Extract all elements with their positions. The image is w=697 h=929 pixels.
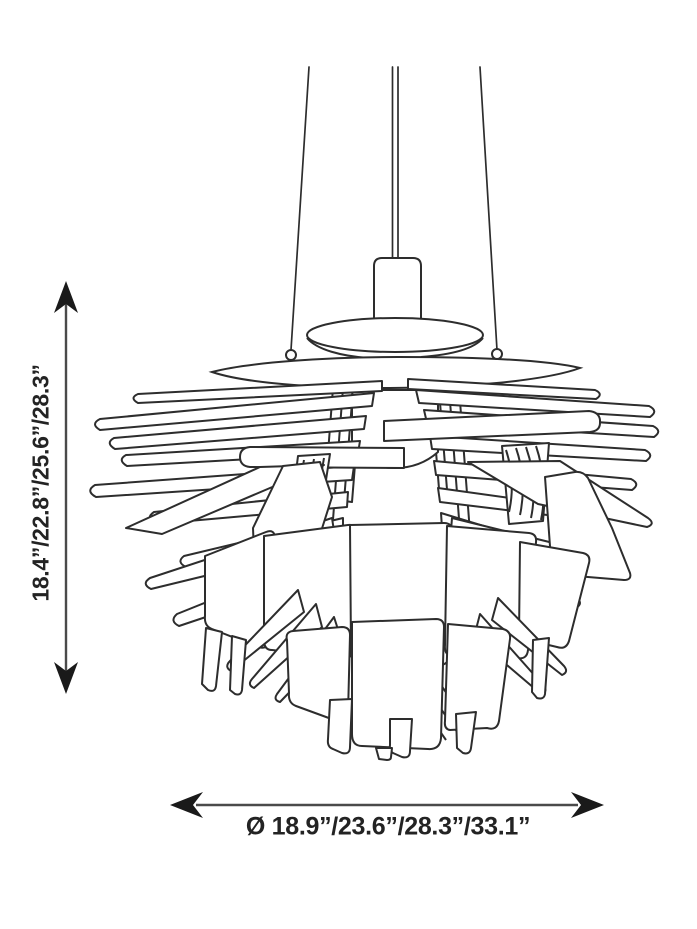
height-dimension-arrow (54, 281, 78, 694)
bottom-leaves (285, 618, 512, 761)
suspension-wires (290, 66, 498, 351)
diameter-dimension-label: Ø 18.9”/23.6”/28.3”/33.1” (245, 812, 531, 841)
height-dimension-label: 18.4”/22.8”/25.6”/28.3” (27, 364, 54, 602)
wire-attachment-balls (285, 348, 503, 361)
top-shade-cone (306, 317, 484, 359)
diameter-dimension-arrow (170, 792, 604, 818)
top-plate (208, 355, 584, 390)
lamp-socket (373, 257, 422, 321)
hanging-cord (391, 66, 399, 260)
